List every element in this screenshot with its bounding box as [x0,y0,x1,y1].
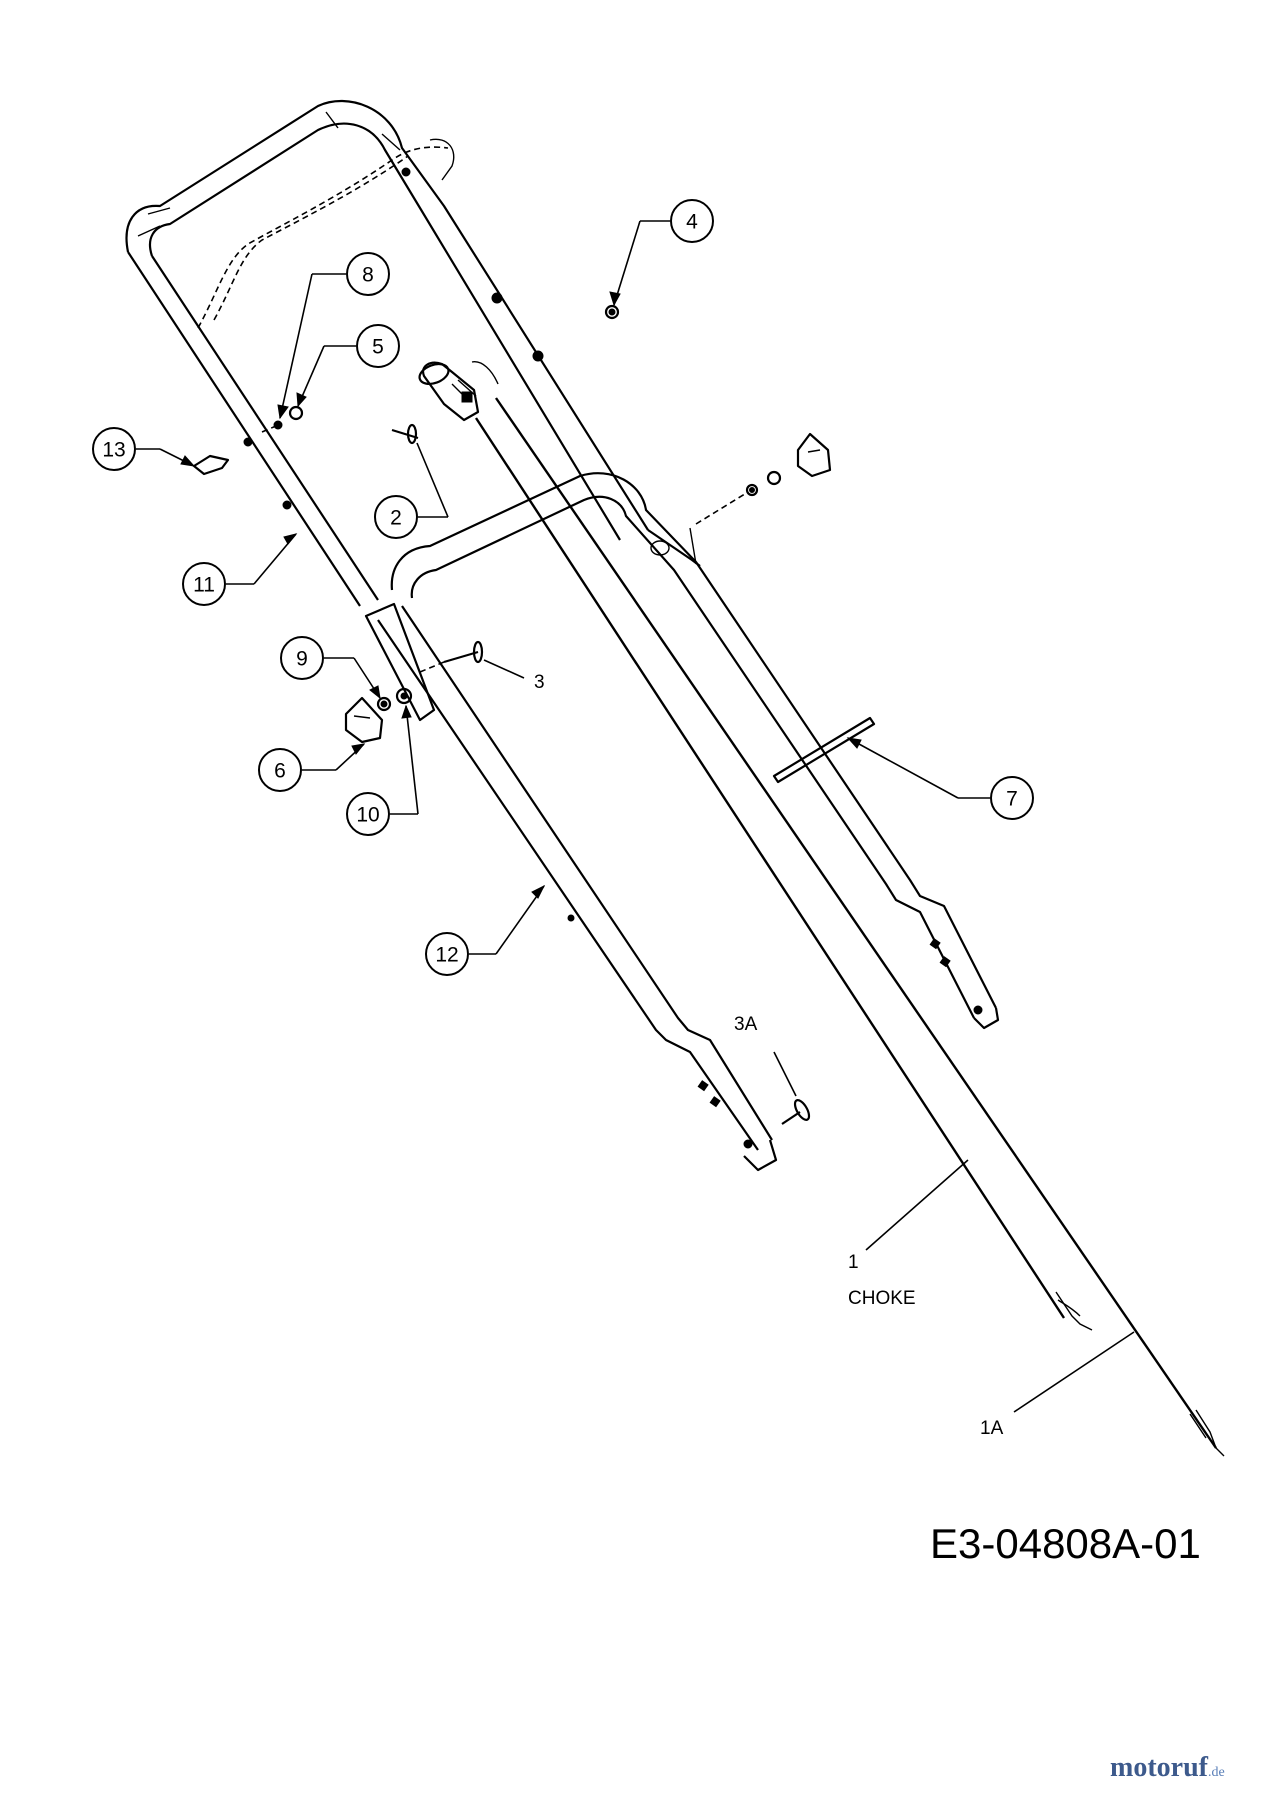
drawing-number: E3-04808A-01 [930,1520,1201,1567]
upper-handle [125,99,649,607]
callout-13-label: 13 [102,439,125,462]
callout-2-label: 2 [390,507,402,530]
watermark-brand: motoruf [1110,1752,1208,1783]
watermark-suffix: .de [1207,1765,1225,1780]
callout-12: 12 [425,884,546,976]
label-1-text: 1 [848,1252,859,1273]
label-1a: 1A [980,1331,1135,1439]
control-hardware [192,304,876,1125]
callout-8: 8 [277,252,390,420]
label-1-desc: CHOKE [848,1288,916,1309]
lower-handle-left [364,602,778,1172]
label-1: 1 CHOKE [848,1159,969,1309]
label-3-text: 3 [534,672,545,693]
label-3a-text: 3A [734,1014,758,1035]
callout-5: 5 [296,324,400,408]
callout-11-label: 11 [193,574,215,597]
label-1a-text: 1A [980,1418,1004,1439]
callout-12-label: 12 [435,944,458,967]
callout-4-label: 4 [686,211,698,234]
cables [197,138,1225,1457]
callout-6-label: 6 [274,760,286,783]
callout-13: 13 [92,427,196,471]
watermark-logo: motoruf.de [1110,1752,1225,1784]
lower-handle-right [390,472,1000,1030]
label-3: 3 [483,659,545,693]
callout-7-label: 7 [1006,788,1018,811]
callout-10: 10 [346,704,419,836]
callout-8-label: 8 [362,264,374,287]
callout-2: 2 [374,442,449,539]
callout-10-label: 10 [356,804,379,827]
callout-6: 6 [258,743,366,792]
callout-9: 9 [280,636,381,700]
callout-4: 4 [609,199,714,307]
callout-11: 11 [182,533,298,606]
callout-5-label: 5 [372,336,384,359]
callout-7: 7 [846,737,1034,820]
label-3a: 3A [734,1014,797,1097]
callout-9-label: 9 [296,648,308,671]
